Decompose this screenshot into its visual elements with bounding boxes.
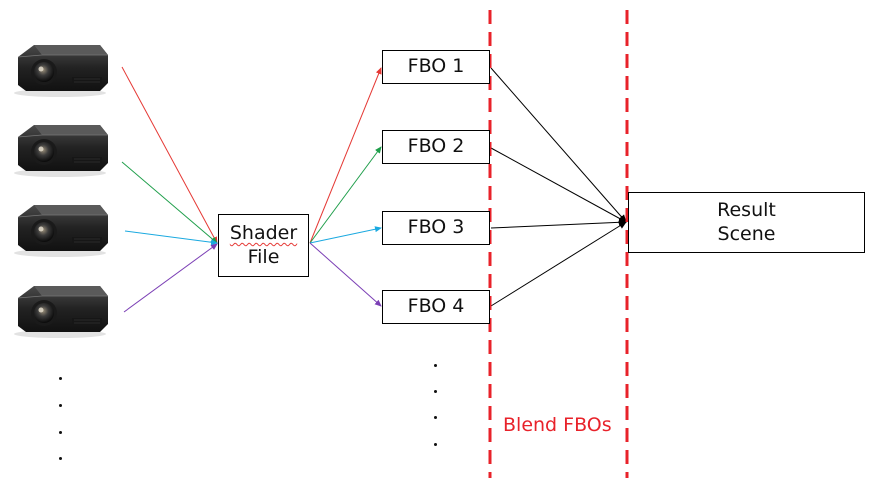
arrow-fbo-2-to-result: [490, 147, 627, 223]
shader-label-line1: Shader: [229, 221, 298, 244]
arrow-fbo-3-to-result: [490, 218, 627, 229]
arrow-fbo-1-to-result: [490, 67, 627, 223]
blend-fbos-label: Blend FBOs: [503, 414, 612, 436]
fbo-label: FBO 3: [407, 216, 465, 239]
arrow-shader-to-fbo-3: [309, 226, 382, 244]
result-label-line1: Result: [717, 198, 776, 221]
continuation-dot: [59, 431, 62, 434]
arrow-shader-to-fbo-1: [309, 67, 382, 244]
arrow-shader-to-fbo-2: [309, 146, 382, 244]
arrow-projector-1-to-shader: [121, 66, 218, 244]
arrow-shader-to-fbo-4: [309, 242, 382, 307]
continuation-dot: [434, 390, 437, 393]
fbo-box-1: FBO 1: [382, 50, 490, 84]
fbo-label: FBO 1: [407, 55, 465, 78]
fbo-box-2: FBO 2: [382, 130, 490, 164]
arrow-fbo-4-to-result: [490, 221, 627, 307]
shader-label-line2: File: [247, 245, 280, 268]
continuation-dot: [59, 457, 62, 460]
continuation-dot: [59, 404, 62, 407]
result-scene-box: Result Scene: [628, 192, 865, 253]
fbo-label: FBO 4: [407, 295, 465, 318]
projector-icon: [13, 204, 109, 258]
projector-icon: [13, 44, 109, 98]
shader-file-box: Shader File: [218, 214, 309, 277]
arrow-projector-2-to-shader: [121, 161, 218, 244]
continuation-dot: [59, 377, 62, 380]
fbo-label: FBO 2: [407, 135, 465, 158]
projector-icon: [13, 285, 109, 339]
continuation-dot: [434, 443, 437, 446]
continuation-dot: [434, 364, 437, 367]
result-label-line2: Scene: [717, 222, 776, 245]
arrow-projector-3-to-shader: [124, 230, 218, 246]
fbo-box-4: FBO 4: [382, 290, 490, 324]
continuation-dot: [434, 416, 437, 419]
projector-icon: [13, 124, 109, 178]
arrow-projector-4-to-shader: [123, 243, 218, 313]
fbo-box-3: FBO 3: [382, 211, 490, 245]
